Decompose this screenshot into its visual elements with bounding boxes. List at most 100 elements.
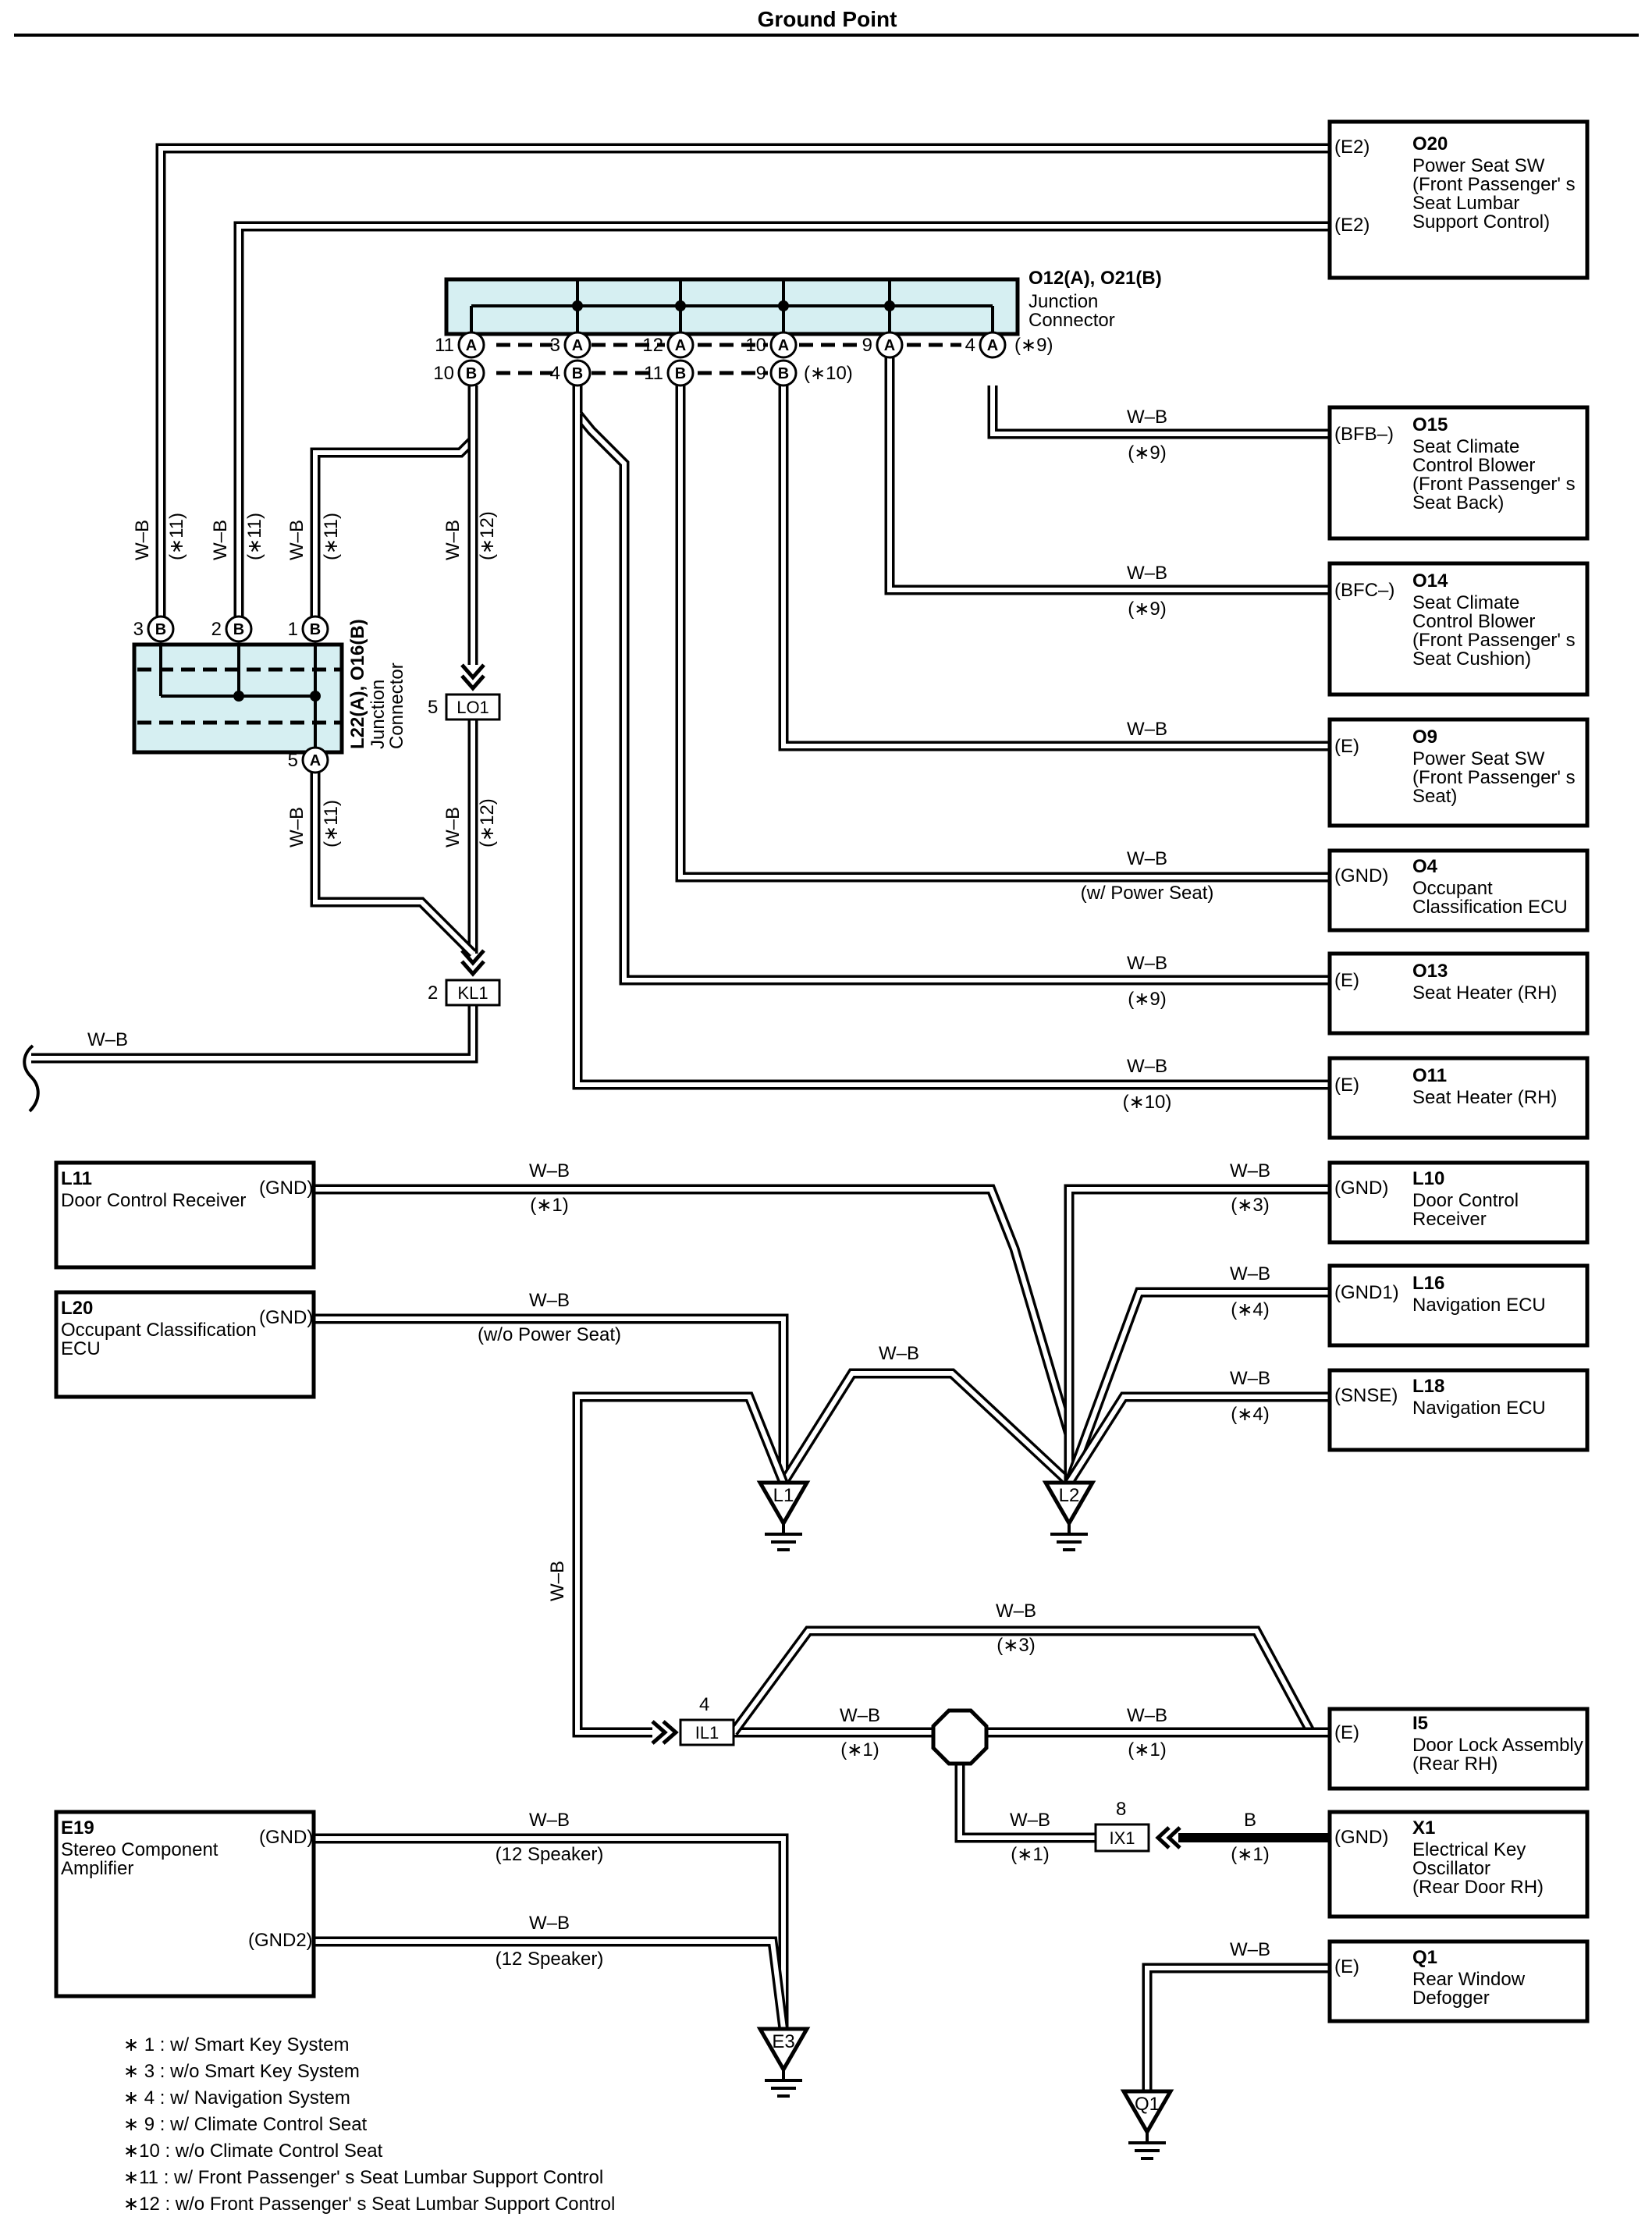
- component-o20: (E2) (E2) O20 Power Seat SW (Front Passe…: [1327, 119, 1590, 280]
- o20-id: O20: [1412, 133, 1448, 155]
- top-pin-a-9-number: 9: [862, 335, 872, 356]
- wire-l18-l2-core: [1067, 1394, 1331, 1484]
- wc-e19-gnd2: (12 Speaker): [496, 1949, 604, 1970]
- wire-layer: [31, 143, 1331, 2091]
- wire-e19-gnd-core: [312, 1836, 786, 2029]
- kl1-label: KL1: [457, 983, 488, 1003]
- connector-kl1: KL1 2: [428, 979, 501, 1007]
- o20-line-3: Seat Lumbar: [1412, 193, 1519, 214]
- top-pin-b-4: B4: [550, 359, 592, 387]
- q1-line-1: Rear Window: [1412, 1969, 1526, 1990]
- o20-line-4: Support Control): [1412, 211, 1550, 233]
- wc-l10: (∗3): [1231, 1195, 1269, 1216]
- l16-line-1: Navigation ECU: [1412, 1295, 1546, 1316]
- top-pin-a-9: A9: [862, 331, 904, 359]
- e19-pin-2: (GND2): [248, 1930, 313, 1951]
- top-pin-b-9-letter: B: [778, 365, 789, 382]
- o4-pin: (GND): [1334, 865, 1388, 886]
- o20-line-2: (Front Passenger' s: [1412, 174, 1576, 195]
- junction-left-line1: Junction: [368, 680, 389, 749]
- o4-line-2: Classification ECU: [1412, 897, 1568, 918]
- l18-id: L18: [1412, 1376, 1444, 1397]
- x1-line-1: Electrical Key: [1412, 1839, 1526, 1860]
- wl-o9: W–B: [1127, 719, 1167, 740]
- top-pin-b-10: B10: [433, 359, 485, 387]
- left-pin-a-5: A5: [288, 746, 329, 774]
- o13-pin: (E): [1334, 970, 1359, 991]
- wire-a5-kl1-core: [313, 773, 475, 956]
- o14-pin: (BFC–): [1334, 580, 1394, 601]
- top-pin-b-4-letter: B: [572, 365, 583, 382]
- component-l16: (GND1) L16 Navigation ECU: [1327, 1263, 1590, 1348]
- o20-pin-2: (E2): [1334, 215, 1370, 236]
- wc-o11: (∗10): [1123, 1092, 1172, 1113]
- wl-l10: W–B: [1230, 1160, 1270, 1181]
- top-pin-b-11: B11: [644, 359, 695, 387]
- top-pin-a-4-letter: A: [987, 337, 998, 354]
- l18-line-1: Navigation ECU: [1412, 1398, 1546, 1419]
- junction-top-note-b: (∗10): [804, 363, 853, 384]
- wl-q1: W–B: [1230, 1939, 1270, 1960]
- connector-il1: IL1 4: [679, 1694, 735, 1746]
- wl-x1: B: [1244, 1810, 1256, 1831]
- wire-o20-b3-core: [158, 146, 1331, 624]
- wire-e19-gnd: [312, 1833, 789, 2029]
- wl-e19-gnd: W–B: [529, 1810, 570, 1831]
- wire-q1: [1142, 1963, 1331, 2091]
- wc-l20: (w/o Power Seat): [478, 1324, 621, 1345]
- left-pin-b-2: B2: [211, 615, 253, 643]
- kl1-pin: 2: [428, 982, 438, 1004]
- top-pin-a-10-number: 10: [745, 335, 766, 356]
- wire-q1-core: [1145, 1966, 1331, 2091]
- e19-line-2: Amplifier: [61, 1858, 133, 1879]
- top-pin-a-10-letter: A: [778, 337, 789, 354]
- component-l20: L20 Occupant Classification ECU (GND): [54, 1290, 316, 1399]
- wire-o4: [675, 385, 1331, 883]
- junction-left-line2: Connector: [386, 663, 407, 749]
- i5-line-2: (Rear RH): [1412, 1753, 1497, 1775]
- wc-e19-gnd: (12 Speaker): [496, 1844, 604, 1865]
- wire-o13: [572, 385, 1331, 986]
- l18-pin: (SNSE): [1334, 1385, 1398, 1406]
- ix1-pin: 8: [1116, 1799, 1126, 1820]
- wire-o20-b2-core: [236, 224, 1331, 624]
- component-o4: (GND) O4 Occupant Classification ECU: [1327, 848, 1590, 933]
- o15-line-1: Seat Climate: [1412, 436, 1519, 457]
- l10-pin: (GND): [1334, 1178, 1388, 1199]
- footnote-1: ∗ 1 : w/ Smart Key System: [123, 2034, 350, 2055]
- wire-labels: W–B (∗9) W–B (∗9) W–B W–B (w/ Power Seat…: [87, 335, 1270, 1970]
- il1-pin: 4: [699, 1694, 709, 1715]
- wire-l10-l2-core: [1067, 1187, 1331, 1483]
- connector-lo1: LO1 5: [428, 693, 501, 721]
- wc-i5-upper: (∗3): [997, 1635, 1035, 1656]
- o15-line-3: (Front Passenger' s: [1412, 474, 1576, 495]
- wire-o11-core: [575, 414, 1331, 1087]
- top-pin-a-12-number: 12: [642, 335, 663, 356]
- wire-o14-core: [887, 354, 1331, 592]
- wire-a5-kl1: [310, 773, 477, 957]
- component-x1: (GND) X1 Electrical Key Oscillator (Rear…: [1327, 1810, 1590, 1919]
- o15-line-2: Control Blower: [1412, 455, 1535, 476]
- wc-splice-i5: (∗1): [1128, 1739, 1166, 1760]
- top-pin-a-9-letter: A: [884, 337, 895, 354]
- ground-e3: E3: [756, 2027, 811, 2098]
- left-pin-a-5-number: 5: [288, 750, 298, 771]
- wl-il1-splice: W–B: [840, 1705, 880, 1726]
- top-pin-a-11-number: 11: [435, 335, 454, 356]
- e19-id: E19: [61, 1817, 94, 1839]
- wl-e19-gnd2: W–B: [529, 1913, 570, 1934]
- wc-x1: (∗1): [1231, 1844, 1269, 1865]
- left-pin-b-1-number: 1: [288, 619, 298, 640]
- x1-line-3: (Rear Door RH): [1412, 1877, 1544, 1898]
- component-o9: (E) O9 Power Seat SW (Front Passenger' s…: [1327, 717, 1590, 828]
- wire-l1-il1: [572, 1391, 789, 1738]
- top-pin-a-3: A3: [550, 331, 592, 359]
- q1-pin: (E): [1334, 1956, 1359, 1977]
- left-pin-b-1-letter: B: [310, 621, 321, 638]
- i5-pin: (E): [1334, 1722, 1359, 1743]
- junction-connector-top: O12(A), O21(B) Junction Connector: [444, 268, 1162, 375]
- o11-line-1: Seat Heater (RH): [1412, 1087, 1557, 1108]
